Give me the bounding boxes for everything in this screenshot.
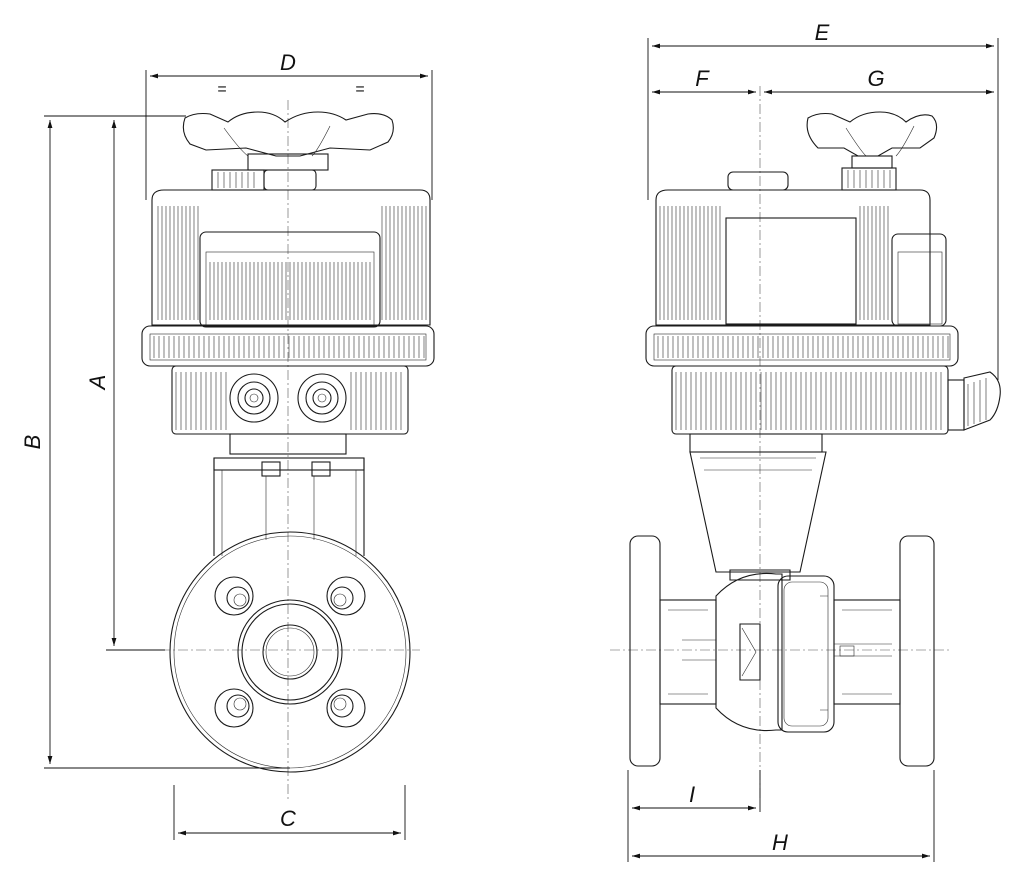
dimension-d: D = = [145,50,433,200]
label-f: F [695,66,710,91]
actuator-housing-front [141,189,435,435]
knurl-front [217,172,255,188]
dimension-a: A [85,115,186,651]
dimension-h: H [632,770,935,862]
dimension-e: E [647,20,999,380]
housing-ribs-side [659,206,889,320]
bolt-hole-tl [214,576,254,616]
mounting-yoke-side [689,433,827,573]
gear-ring-teeth-front [153,336,425,358]
label-a: A [85,375,110,392]
gear-ring-teeth-side [657,336,949,358]
valve-body-side [629,535,935,767]
cable-gland-side [947,371,1001,431]
side-view: E F G I H [610,20,1001,862]
handwheel-side [727,111,938,191]
front-view: A B C D = = [20,50,435,840]
label-i: I [689,782,695,807]
actuator-housing-side [645,189,959,435]
dimension-f: F [652,66,756,95]
label-g: G [867,66,884,91]
cable-gland-right [297,373,347,423]
label-b: B [20,435,45,450]
cable-gland-left [229,373,279,423]
mounting-bracket-front [213,433,365,556]
bolt-hole-br [326,688,366,728]
housing-ribs-front [157,206,427,320]
dimension-b: B [20,115,290,769]
label-equal-right: = [355,81,364,98]
label-c: C [280,806,296,831]
label-d: D [280,50,296,75]
handwheel-front [182,111,394,191]
lower-ribs-front [175,372,402,430]
dimension-g: G [764,66,994,95]
label-e: E [815,20,830,45]
dimension-c: C [173,785,406,840]
flange-front [169,531,411,773]
dimension-i: I [627,770,761,862]
lower-ribs-side [675,372,942,430]
bolt-hole-tr [326,576,366,616]
label-equal-left: = [217,81,226,98]
bolt-hole-bl [214,688,254,728]
label-h: H [772,830,788,855]
